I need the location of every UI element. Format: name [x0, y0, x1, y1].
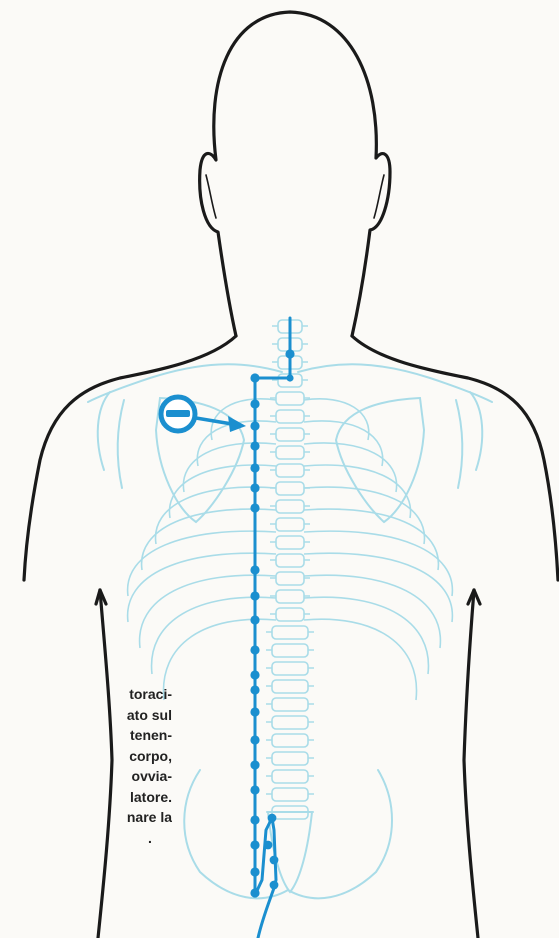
vertebra [276, 554, 304, 567]
vertebra [272, 734, 308, 747]
rib-right [304, 575, 440, 648]
caption-line: ato sul [0, 705, 172, 726]
vertebra [272, 698, 308, 711]
rib-right [304, 399, 369, 440]
electrode-contact [250, 840, 259, 849]
electrode-contact [250, 735, 259, 744]
rib-left [211, 399, 276, 440]
caption-line: tenen- [0, 725, 172, 746]
vertebra [272, 662, 308, 675]
electrode-contact [250, 785, 259, 794]
lead-lower-loop [255, 818, 276, 938]
electrode-contact [250, 760, 259, 769]
electrode-contact [250, 707, 259, 716]
right-humerus [456, 392, 482, 488]
electrode-contact [250, 685, 259, 694]
left-humerus [98, 392, 124, 488]
vertebra [276, 446, 304, 459]
electrode-contact [250, 888, 259, 897]
vertebra [276, 518, 304, 531]
vertebra [276, 428, 304, 441]
electrode-contact [250, 421, 259, 430]
spine [266, 320, 314, 819]
electrode-contact [250, 483, 259, 492]
electrode-contact [285, 349, 294, 358]
rib-left [163, 619, 276, 700]
electrode-contact [268, 814, 277, 823]
electrode-contact [270, 856, 279, 865]
electrode-contact [250, 615, 259, 624]
electrode-contact [250, 373, 259, 382]
electrode-contact [250, 463, 259, 472]
caption-line: corpo, [0, 746, 172, 767]
caption-line: toraci- [0, 684, 172, 705]
vertebra [272, 644, 308, 657]
electrode-contact [250, 441, 259, 450]
vertebra [272, 752, 308, 765]
electrode-contact [286, 374, 293, 381]
pelvis [184, 770, 392, 898]
vertebra [272, 770, 308, 783]
right-scapula [336, 398, 424, 522]
vertebra [276, 464, 304, 477]
marker-arrow-head [228, 416, 246, 432]
left-shoulder-outline [24, 336, 236, 580]
electrode-contact [250, 670, 259, 679]
electrode-contact [250, 645, 259, 654]
vertebra [272, 716, 308, 729]
caption-line: nare la [0, 807, 172, 828]
rib-right [304, 443, 397, 492]
vertebra [276, 410, 304, 423]
rib-right [304, 597, 428, 674]
electrode-contacts [250, 349, 294, 897]
electrode-contact [250, 867, 259, 876]
vertebra [272, 626, 308, 639]
rib-left [183, 443, 276, 492]
rib-left [152, 597, 276, 674]
vertebra [272, 680, 308, 693]
vertebra [276, 608, 304, 621]
right-clavicle [298, 364, 492, 402]
vertebra [276, 572, 304, 585]
caption-line: . [0, 828, 172, 849]
electrode-contact [250, 399, 259, 408]
right-torso-outline [464, 590, 478, 938]
vertebra [276, 392, 304, 405]
electrode-contact [270, 881, 279, 890]
rib-right [304, 619, 417, 700]
caption-line: ovvia- [0, 766, 172, 787]
vertebra [276, 536, 304, 549]
caption-text: toraci- ato sul tenen- corpo, ovvia- lat… [0, 684, 172, 848]
electrode-contact [250, 591, 259, 600]
minus-symbol-icon [166, 410, 190, 417]
caption-line: latore. [0, 787, 172, 808]
electrode-contact [264, 841, 273, 850]
rib-right [304, 553, 452, 622]
vertebra [276, 482, 304, 495]
vertebra [276, 590, 304, 603]
electrode-contact [250, 815, 259, 824]
negative-marker [161, 397, 246, 432]
electrode-contact [250, 503, 259, 512]
vertebra [272, 788, 308, 801]
head-outline [200, 12, 390, 336]
vertebra [276, 500, 304, 513]
electrode-contact [250, 565, 259, 574]
